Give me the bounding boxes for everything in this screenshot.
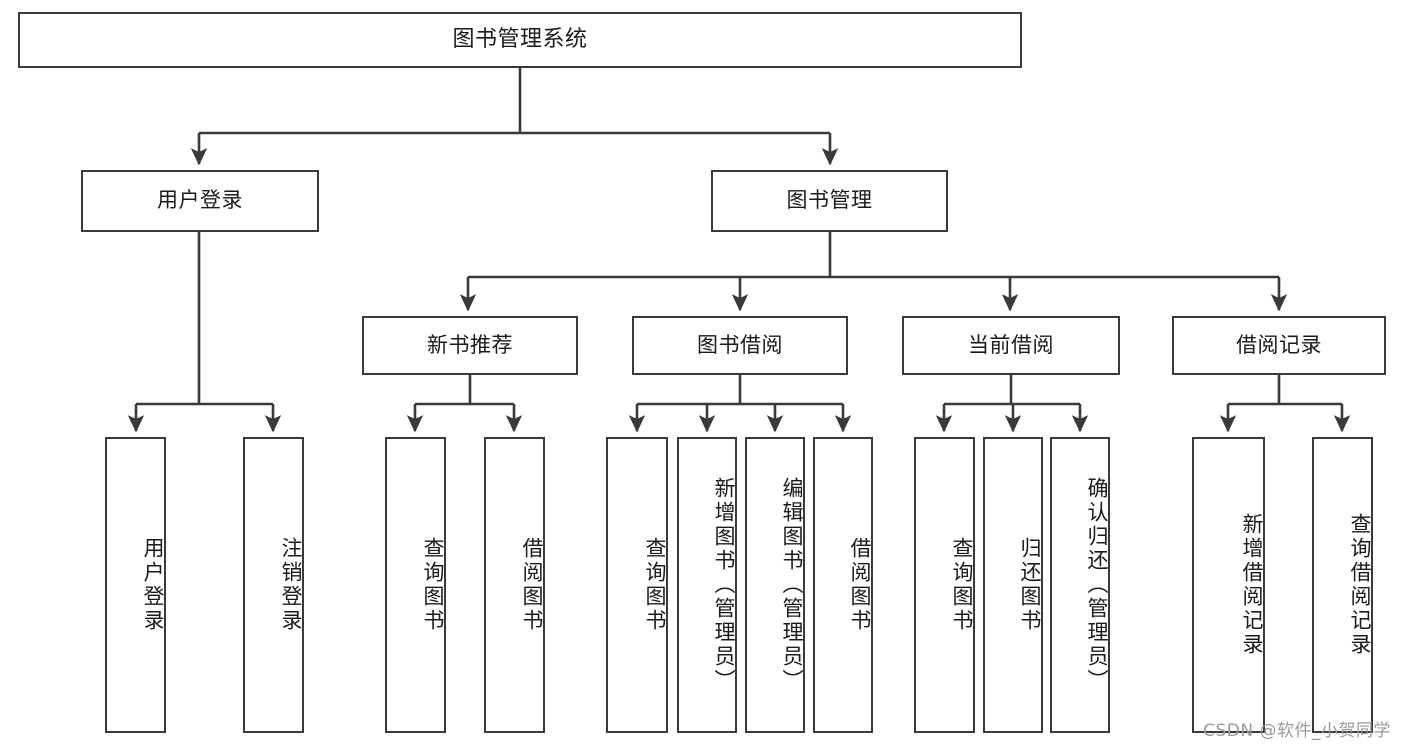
node-leaf-query-book-2[interactable]: 查询图书 xyxy=(606,437,668,733)
node-root[interactable]: 图书管理系统 xyxy=(18,12,1022,68)
csdn-watermark: CSDN @软件_小贺同学 xyxy=(1203,721,1391,741)
node-leaf-add-book-label: 新增图书（管理员） xyxy=(712,477,736,693)
node-current-borrow-label: 当前借阅 xyxy=(968,332,1054,357)
node-leaf-query-book-3[interactable]: 查询图书 xyxy=(914,437,975,733)
node-leaf-user-login-label: 用户登录 xyxy=(141,537,165,633)
node-leaf-add-record[interactable]: 新增借阅记录 xyxy=(1192,437,1265,733)
node-leaf-confirm-return-label: 确认归还（管理员） xyxy=(1085,477,1109,693)
node-leaf-user-logout-label: 注销登录 xyxy=(279,537,303,633)
node-leaf-add-book[interactable]: 新增图书（管理员） xyxy=(677,437,737,733)
node-new-book-rec[interactable]: 新书推荐 xyxy=(362,316,578,375)
node-book-borrow[interactable]: 图书借阅 xyxy=(632,316,848,375)
node-leaf-return-book-label: 归还图书 xyxy=(1018,537,1042,633)
node-user-login-label: 用户登录 xyxy=(157,188,243,213)
node-leaf-query-book-3-label: 查询图书 xyxy=(950,537,974,633)
node-borrow-record-label: 借阅记录 xyxy=(1236,332,1322,357)
node-leaf-user-login[interactable]: 用户登录 xyxy=(105,437,166,733)
node-leaf-return-book[interactable]: 归还图书 xyxy=(983,437,1043,733)
node-current-borrow[interactable]: 当前借阅 xyxy=(902,316,1120,375)
node-book-borrow-label: 图书借阅 xyxy=(697,332,783,357)
node-root-label: 图书管理系统 xyxy=(452,26,588,52)
node-leaf-borrow-book-1[interactable]: 借阅图书 xyxy=(484,437,545,733)
node-leaf-query-book-1[interactable]: 查询图书 xyxy=(385,437,446,733)
node-book-manage[interactable]: 图书管理 xyxy=(711,170,948,232)
node-leaf-borrow-book-2[interactable]: 借阅图书 xyxy=(813,437,873,733)
node-book-manage-label: 图书管理 xyxy=(786,188,873,213)
node-leaf-query-book-2-label: 查询图书 xyxy=(643,537,667,633)
node-leaf-edit-book[interactable]: 编辑图书（管理员） xyxy=(745,437,805,733)
node-new-book-rec-label: 新书推荐 xyxy=(427,332,513,357)
node-leaf-user-logout[interactable]: 注销登录 xyxy=(243,437,304,733)
node-leaf-query-record[interactable]: 查询借阅记录 xyxy=(1312,437,1373,733)
node-leaf-edit-book-label: 编辑图书（管理员） xyxy=(780,477,804,693)
node-leaf-query-book-1-label: 查询图书 xyxy=(421,537,445,633)
node-leaf-borrow-book-2-label: 借阅图书 xyxy=(848,537,872,633)
node-borrow-record[interactable]: 借阅记录 xyxy=(1172,316,1386,375)
node-leaf-add-record-label: 新增借阅记录 xyxy=(1240,513,1264,657)
node-leaf-borrow-book-1-label: 借阅图书 xyxy=(520,537,544,633)
node-leaf-confirm-return[interactable]: 确认归还（管理员） xyxy=(1050,437,1110,733)
node-user-login[interactable]: 用户登录 xyxy=(81,170,319,232)
node-leaf-query-record-label: 查询借阅记录 xyxy=(1348,513,1372,657)
